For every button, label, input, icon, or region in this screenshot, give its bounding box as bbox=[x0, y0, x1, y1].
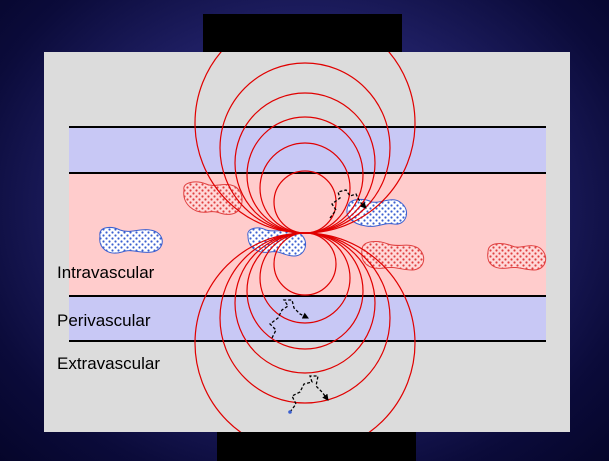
red-cell-upper-left bbox=[183, 181, 243, 215]
label-intravascular: Intravascular bbox=[57, 263, 155, 282]
diffusion-start-dot bbox=[288, 410, 292, 414]
diffusion-path-lumen bbox=[329, 189, 367, 219]
label-extravascular: Extravascular bbox=[57, 354, 160, 373]
top-black-bar bbox=[203, 14, 402, 52]
diffusion-path-extravascular bbox=[289, 375, 329, 413]
red-cell-far-right bbox=[487, 243, 547, 271]
bottom-black-bar bbox=[217, 432, 416, 461]
red-cell-center-right bbox=[361, 241, 425, 271]
upper-vessel-wall bbox=[69, 127, 546, 173]
field-lines-lower bbox=[194, 232, 416, 432]
label-perivascular: Perivascular bbox=[57, 311, 151, 330]
diffusion-paths bbox=[269, 189, 367, 413]
lower-vessel-wall bbox=[69, 296, 546, 341]
blue-cell-left bbox=[99, 227, 163, 254]
